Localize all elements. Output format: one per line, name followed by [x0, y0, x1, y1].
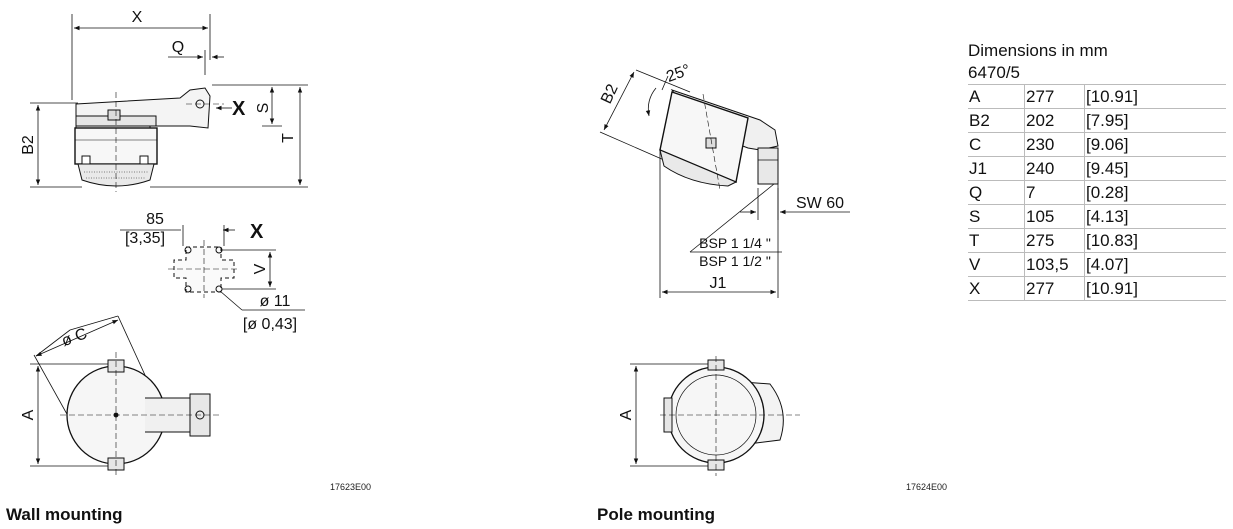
dim-q-label: Q — [172, 39, 184, 56]
pole-angle-label: 25° — [664, 62, 693, 86]
dimension-name-cell: B2 — [968, 108, 1025, 133]
dimension-name-cell: Q — [968, 180, 1025, 205]
dimension-mm-cell: 202 — [1024, 108, 1085, 133]
dim-t-label: T — [280, 133, 297, 143]
pole-top-view — [630, 356, 800, 476]
wall-mounting-caption: Wall mounting — [6, 505, 123, 524]
dim-b2-label: B2 — [20, 135, 37, 155]
dimension-inch-cell: [9.06] — [1084, 132, 1226, 157]
dim-85-label: 85 — [146, 211, 164, 228]
hole-diameter-inch-label: [ø 0,43] — [243, 316, 297, 333]
dimension-inch-cell: [10.83] — [1084, 228, 1226, 253]
dimensions-title: Dimensions in mm — [968, 41, 1108, 60]
dim-a-label: A — [20, 409, 37, 420]
dimension-inch-cell: [0.28] — [1084, 180, 1226, 205]
detail-x-title: X — [250, 221, 264, 243]
dim-s-label: S — [255, 103, 272, 114]
pole-sw-label: SW 60 — [796, 195, 844, 212]
dimension-mm-cell: 105 — [1024, 204, 1085, 229]
dimension-name-cell: C — [968, 132, 1025, 157]
pole-bsp2-label: BSP 1 1/2 " — [699, 253, 771, 269]
dimension-mm-cell: 103,5 — [1024, 252, 1085, 277]
dim-c-label: ø C — [59, 325, 89, 350]
dimension-name-cell: X — [968, 276, 1025, 301]
detail-x-marker: X — [232, 98, 246, 120]
dimension-inch-cell: [4.13] — [1084, 204, 1226, 229]
pole-a-label: A — [618, 409, 635, 420]
pole-bsp1-label: BSP 1 1/4 " — [699, 235, 771, 251]
wall-drawing-code: 17623E00 — [330, 482, 371, 492]
dimension-inch-cell: [9.45] — [1084, 156, 1226, 181]
dimension-mm-cell: 230 — [1024, 132, 1085, 157]
dim-85-inch-label: [3,35] — [125, 230, 165, 247]
dimension-inch-cell: [10.91] — [1084, 84, 1226, 109]
dimension-mm-cell: 277 — [1024, 84, 1085, 109]
pole-b2-label: B2 — [598, 82, 622, 107]
dimension-inch-cell: [4.07] — [1084, 252, 1226, 277]
wall-detail-x — [120, 225, 305, 311]
pole-drawing-code: 17624E00 — [906, 482, 947, 492]
pole-j1-label: J1 — [710, 275, 727, 292]
dimension-name-cell: J1 — [968, 156, 1025, 181]
dimension-mm-cell: 277 — [1024, 276, 1085, 301]
dim-v-label: V — [252, 263, 269, 274]
dimension-name-cell: S — [968, 204, 1025, 229]
hole-diameter-label: ø 11 — [260, 293, 291, 310]
pole-side-view — [599, 69, 850, 298]
dim-x-label: X — [132, 9, 143, 26]
wall-top-view — [30, 315, 220, 478]
wall-side-view — [30, 14, 308, 192]
dimension-inch-cell: [7.95] — [1084, 108, 1226, 133]
pole-mounting-caption: Pole mounting — [597, 505, 716, 524]
dimension-mm-cell: 7 — [1024, 180, 1085, 205]
dimension-name-cell: V — [968, 252, 1025, 277]
dimension-name-cell: T — [968, 228, 1025, 253]
dimensions-model: 6470/5 — [968, 63, 1020, 82]
dimension-name-cell: A — [968, 84, 1025, 109]
dimension-inch-cell: [10.91] — [1084, 276, 1226, 301]
dimension-mm-cell: 275 — [1024, 228, 1085, 253]
dimension-mm-cell: 240 — [1024, 156, 1085, 181]
